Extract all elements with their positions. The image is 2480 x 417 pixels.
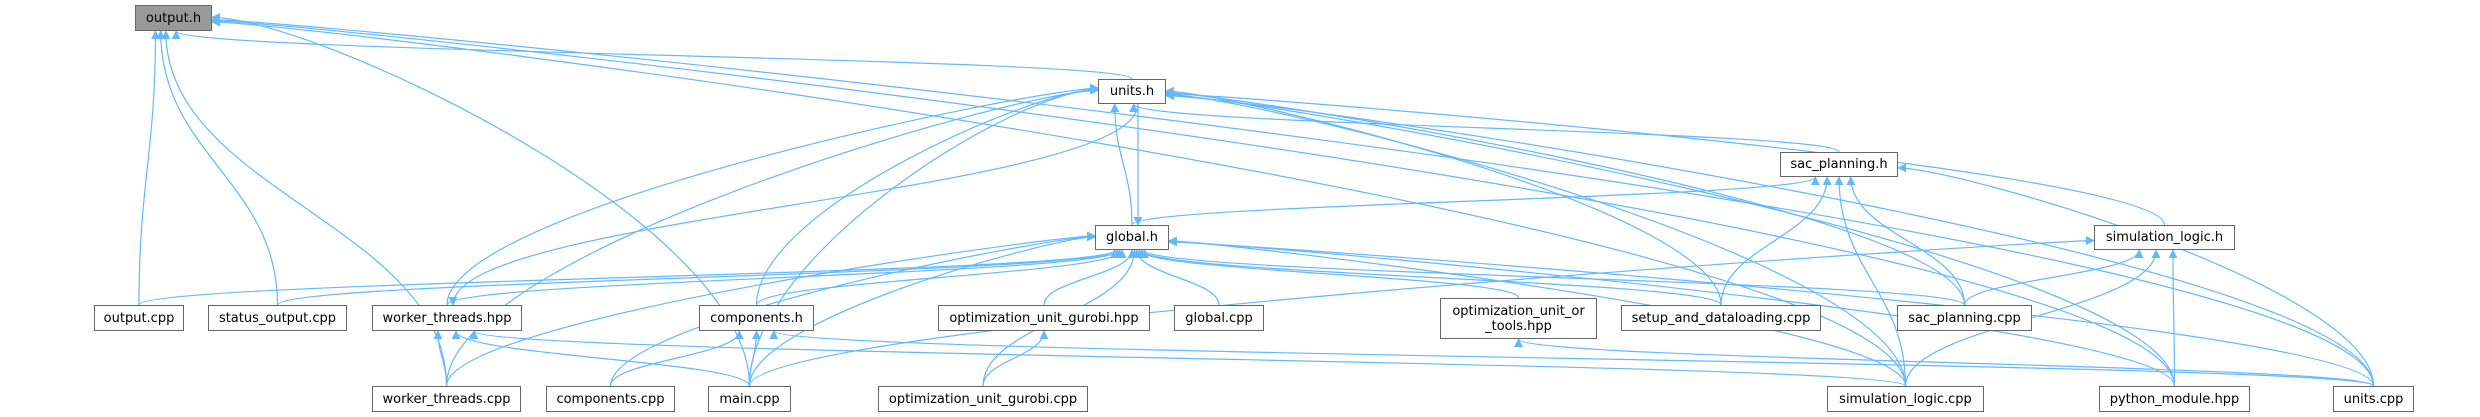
edge-python_module_hpp-to-simulation_logic_h [2168, 249, 2178, 387]
node-label: worker_threads.cpp [382, 391, 511, 407]
edge-output_cpp-to-global_h [138, 249, 1119, 306]
edge-components_cpp-to-global_h [609, 231, 1096, 387]
node-components-cpp[interactable]: components.cpp [546, 386, 675, 412]
node-units-cpp[interactable]: units.cpp [2333, 386, 2414, 412]
edge-worker_threads_cpp-to-units_h [445, 85, 1099, 387]
edge-global_h-to-units_h [1110, 103, 1133, 226]
edge-units_h-to-worker_threads_hpp [448, 103, 1139, 306]
edge-output_cpp-to-output_h [138, 30, 161, 306]
node-sac-planning-cpp[interactable]: sac_planning.cpp [1897, 305, 2032, 331]
node-units-h[interactable]: units.h [1098, 79, 1166, 104]
edge-opt_gurobi_hpp-to-global_h [1043, 249, 1137, 306]
node-label: sac_planning.h [1790, 157, 1888, 172]
node-label: components.h [710, 310, 803, 326]
node-label: optimization_unit_gurobi.hpp [949, 310, 1139, 326]
edge-worker_threads_cpp-to-global_h [445, 231, 1096, 387]
edge-simulation_logic_cpp-to-units_h [1165, 89, 1907, 387]
node-components-h[interactable]: components.h [699, 305, 814, 331]
node-label: units.cpp [2343, 391, 2404, 407]
node-global-cpp[interactable]: global.cpp [1174, 305, 1264, 331]
node-label: optimization_unit_gurobi.cpp [888, 391, 1078, 407]
node-label: worker_threads.hpp [382, 310, 512, 326]
edge-units_cpp-to-units_h [1165, 91, 2375, 387]
node-optimization-unit-gurobi-hpp[interactable]: optimization_unit_gurobi.hpp [938, 305, 1150, 331]
edge-simulation_logic_h-to-units_h [1165, 88, 2166, 226]
edge-units_cpp-to-opt_or_tools_hpp [1514, 338, 2375, 387]
edge-units_cpp-to-output_h [211, 15, 2375, 387]
edge-components_cpp-to-components_h [609, 330, 744, 387]
edge-worker_threads_hpp-to-units_h [446, 83, 1099, 306]
edge-simulation_logic_cpp-to-worker_threads_hpp [469, 330, 1907, 387]
node-label: units.h [1109, 84, 1155, 99]
edge-simulation_logic_cpp-to-sac_planning_h [1834, 176, 1907, 387]
edge-simulation_logic_cpp-to-global_h [1168, 236, 1907, 387]
node-label: output.h [145, 10, 202, 26]
node-label: main.cpp [719, 391, 780, 407]
node-main-cpp[interactable]: main.cpp [708, 386, 791, 412]
edge-status_output_cpp-to-output_h [156, 30, 279, 306]
edge-main_cpp-to-components_h [748, 330, 761, 387]
node-label: python_module.hpp [2109, 391, 2240, 407]
edge-status_output_cpp-to-global_h [276, 249, 1122, 306]
node-setup-and-dataloading-cpp[interactable]: setup_and_dataloading.cpp [1621, 305, 1821, 331]
edge-sac_planning_cpp-to-simulation_logic_h [1963, 249, 2144, 306]
node-label: status_output.cpp [218, 310, 337, 326]
node-simulation-logic-cpp[interactable]: simulation_logic.cpp [1827, 386, 1984, 412]
node-label: sac_planning.cpp [1908, 310, 2021, 326]
edge-global_h-to-sac_planning_h [1131, 176, 1820, 226]
node-label: output.cpp [103, 310, 175, 326]
edge-worker_threads_cpp-to-worker_threads_hpp [433, 330, 448, 387]
node-worker-threads-cpp[interactable]: worker_threads.cpp [372, 386, 521, 412]
edge-simulation_logic_cpp-to-output_h [211, 17, 1907, 387]
edge-worker_threads_cpp-to-output_h [161, 30, 448, 387]
edge-units_cpp-to-global_h [1168, 237, 2375, 387]
edge-setup_cpp-to-sac_planning_h [1720, 176, 1832, 306]
node-python-module-hpp[interactable]: python_module.hpp [2099, 386, 2250, 412]
edge-components_h-to-units_h [755, 84, 1099, 306]
edge-main_cpp-to-global_h [748, 232, 1096, 387]
edge-opt_or_tools_hpp-to-global_h [1135, 249, 1520, 299]
node-output-cpp[interactable]: output.cpp [94, 305, 184, 331]
node-label: simulation_logic.cpp [1839, 391, 1972, 407]
edge-sac_planning_h-to-units_h [1129, 103, 1840, 153]
edge-sac_planning_cpp-to-sac_planning_h [1846, 176, 1966, 306]
edge-units_cpp-to-sac_planning_h [1897, 163, 2375, 387]
edge-sac_planning_cpp-to-global_h [1140, 249, 1966, 306]
node-sac-planning-h[interactable]: sac_planning.h [1780, 152, 1898, 177]
node-status-output-cpp[interactable]: status_output.cpp [208, 305, 347, 331]
edge-units_h-to-output_h [171, 30, 1133, 80]
edge-components_h-to-global_h [755, 249, 1127, 306]
node-label-line2: _tools.hpp [1485, 318, 1552, 334]
node-global-h[interactable]: global.h [1095, 225, 1169, 250]
edge-units_cpp-to-components_h [769, 330, 2375, 387]
edge-setup_cpp-to-global_h [1137, 249, 1722, 306]
edge-python_module_hpp-to-output_h [211, 16, 2176, 387]
node-optimization-unit-or-tools-hpp[interactable]: optimization_unit_or_tools.hpp [1440, 298, 1597, 339]
node-label: simulation_logic.h [2105, 230, 2224, 245]
edge-sac_planning_cpp-to-units_h [1165, 88, 1966, 306]
edge-worker_threads_hpp-to-global_h [446, 249, 1124, 306]
edge-opt_gurobi_cpp-to-opt_gurobi_hpp [982, 330, 1049, 387]
node-label: setup_and_dataloading.cpp [1631, 310, 1811, 326]
node-output-h: output.h [135, 5, 212, 31]
node-optimization-unit-gurobi-cpp[interactable]: optimization_unit_gurobi.cpp [878, 386, 1088, 412]
node-label-line1: optimization_unit_or [1452, 303, 1585, 319]
edge-main_cpp-to-simulation_logic_h [748, 236, 2095, 387]
edge-python_module_hpp-to-units_h [1165, 90, 2176, 387]
node-label: components.cpp [556, 391, 665, 407]
node-label: global.cpp [1185, 310, 1253, 326]
node-worker-threads-hpp[interactable]: worker_threads.hpp [372, 305, 522, 331]
edge-main_cpp-to-worker_threads_hpp [451, 330, 751, 387]
node-label: global.h [1105, 230, 1159, 245]
node-simulation-logic-h[interactable]: simulation_logic.h [2094, 225, 2235, 250]
